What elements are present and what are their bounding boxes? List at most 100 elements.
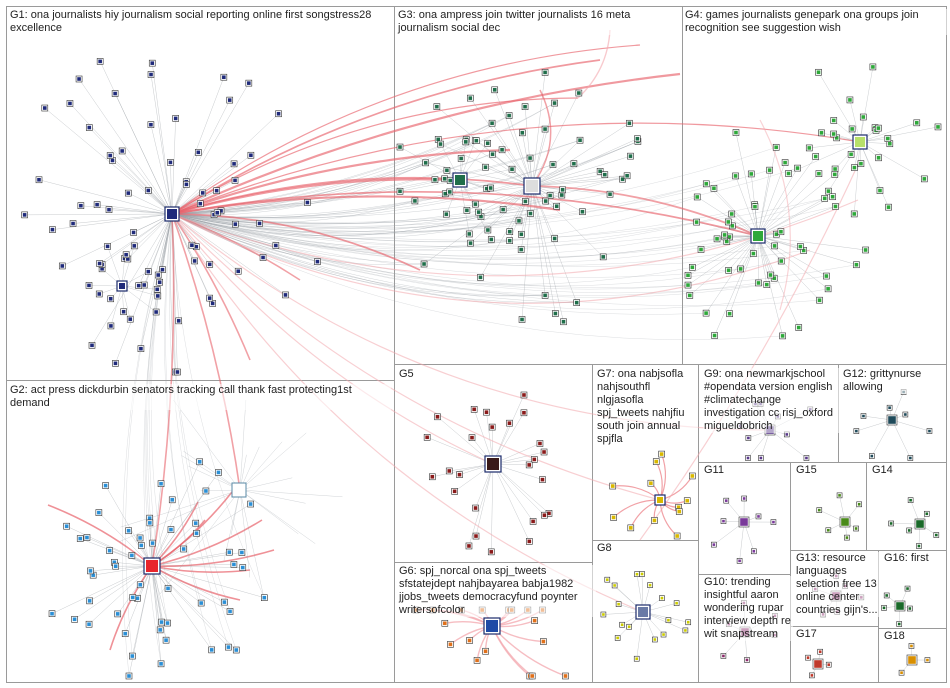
cross-red-edge: [577, 29, 611, 99]
group-label-g10: G10: trending insightful aaron wondering…: [703, 576, 793, 641]
g1-edge: [171, 213, 276, 246]
g5-node-avatar: [547, 511, 551, 516]
g4-node-avatar: [854, 262, 859, 267]
group-label-g11: G11: [703, 464, 725, 477]
g1-node-avatar: [100, 266, 104, 271]
g1-edge: [97, 204, 173, 215]
g11-node-avatar: [757, 515, 760, 518]
g2-node-avatar: [181, 547, 186, 551]
g9-node-avatar: [759, 456, 763, 460]
g5-node-avatar: [472, 407, 476, 412]
g3-edge: [491, 123, 533, 187]
g2-node-avatar: [130, 595, 135, 600]
g3-node-avatar: [413, 199, 417, 203]
g5-node-avatar: [532, 457, 537, 462]
cross-red-edge: [171, 213, 241, 491]
g8-node-avatar: [605, 578, 609, 581]
g3-edge: [465, 141, 533, 187]
group-label-g9: G9: ona newmarkjschool #opendata version…: [703, 368, 841, 433]
g2-edge: [51, 565, 153, 614]
g5-node-avatar: [484, 410, 489, 414]
g7-edge: [613, 499, 661, 518]
g3-node-avatar: [577, 91, 581, 95]
g2-node-avatar: [115, 612, 120, 616]
g4-edge: [757, 196, 833, 237]
g4-node-avatar: [704, 311, 708, 315]
g2-node-avatar: [232, 562, 236, 567]
g14-hub-node-avatar: [916, 520, 924, 528]
g3-node-avatar: [489, 237, 494, 242]
g3-node-avatar: [478, 275, 483, 280]
g4-node-avatar: [774, 145, 778, 150]
g3-node-avatar: [552, 101, 557, 105]
cross-edge: [171, 213, 732, 252]
g2-edge: [239, 489, 343, 498]
g1-edge: [171, 113, 279, 215]
g3-node-avatar: [398, 189, 402, 194]
g4-node-avatar: [888, 141, 892, 146]
g2-node-avatar: [64, 524, 69, 529]
g12-hub-node-avatar: [888, 416, 896, 424]
graph-nodes: [21, 58, 942, 680]
g2-edge: [239, 399, 247, 491]
g1-node-avatar: [87, 283, 91, 288]
g3-node-avatar: [468, 241, 473, 245]
g2-node-avatar: [204, 489, 208, 493]
g1-edge: [101, 213, 173, 265]
g10-node-avatar: [745, 658, 749, 662]
g7-node-avatar: [675, 534, 679, 538]
g2-edge: [239, 489, 251, 578]
g5-node-avatar: [470, 435, 474, 440]
g2-edge: [90, 565, 153, 572]
g15-node-avatar: [817, 508, 821, 512]
g1-node-avatar: [97, 292, 102, 296]
g3-edge: [531, 123, 630, 187]
g3-node-avatar: [517, 219, 521, 223]
g7-node-avatar: [628, 526, 633, 530]
cross-edge: [171, 213, 781, 264]
g4-edge: [689, 235, 759, 296]
g4-node-avatar: [914, 121, 919, 125]
g3-node-avatar: [490, 121, 494, 126]
g2-node-avatar: [130, 553, 134, 558]
g4-node-avatar: [826, 189, 831, 193]
g2-node-avatar: [197, 460, 202, 464]
g11-node-avatar: [772, 520, 775, 524]
cross-edge: [171, 213, 510, 251]
cross-edge: [171, 205, 557, 224]
g2-edge: [151, 499, 173, 567]
g4-node-avatar: [886, 205, 891, 209]
g2-node-avatar: [199, 601, 203, 605]
g1-node-avatar: [305, 200, 310, 205]
g3-edge: [399, 146, 461, 181]
g4-node-avatar: [830, 194, 835, 199]
cross-edge: [171, 194, 562, 229]
g2-node-avatar: [240, 550, 244, 555]
g4-edge: [757, 206, 836, 237]
g1-node-avatar: [126, 257, 130, 261]
g11-node-avatar: [752, 549, 756, 553]
g4-edge: [859, 141, 925, 180]
g1-node-avatar: [142, 283, 147, 287]
g14-node-avatar: [907, 529, 911, 532]
g1-node-avatar: [261, 255, 265, 260]
g2-edge: [93, 565, 153, 576]
g8-node-avatar: [660, 596, 664, 600]
g3-node-avatar: [543, 127, 547, 131]
g1-node-avatar: [42, 106, 47, 110]
g5-edge: [475, 463, 494, 537]
g4-edge: [859, 66, 874, 143]
g9-node-avatar: [785, 433, 789, 436]
g5-node-avatar: [542, 513, 547, 518]
g15-node-avatar: [857, 503, 861, 506]
g3-node-avatar: [523, 199, 528, 204]
g4-edge: [735, 132, 759, 237]
g8-node-avatar: [653, 638, 657, 641]
g4-node-avatar: [819, 131, 824, 135]
g1-edge: [109, 155, 173, 215]
cross-edge: [171, 175, 736, 229]
group-label-g17: G17: [795, 628, 818, 641]
g3-edge: [531, 129, 546, 187]
g4-edge: [705, 235, 759, 314]
g1-node-avatar: [184, 182, 189, 187]
